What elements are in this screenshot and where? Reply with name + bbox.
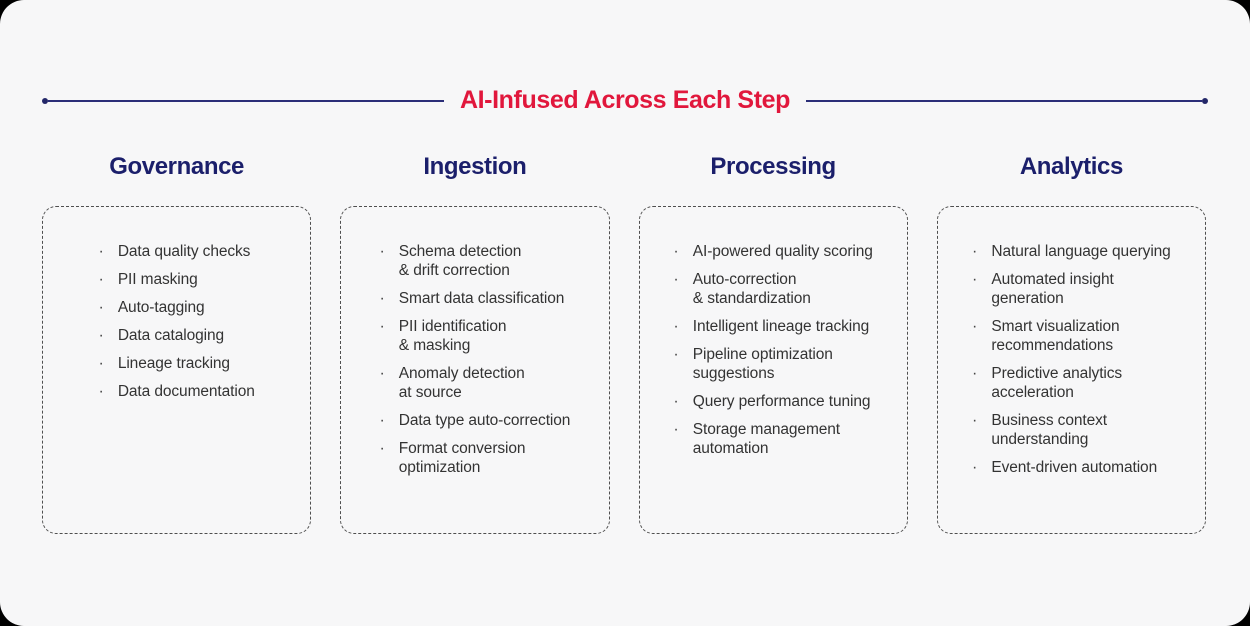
list-item: · Data cataloging <box>98 326 254 345</box>
title-rule-right <box>806 99 1202 102</box>
list-item: · Natural language querying <box>972 242 1171 261</box>
list-item-text: Anomaly detection at source <box>398 365 525 401</box>
column-boxes-row: · Data quality checks · PII masking · Auto-ta… <box>42 206 1206 534</box>
bullet-dot-icon: · <box>98 327 104 344</box>
list-item: · Data type auto-correction <box>379 411 570 430</box>
list-item-text: Auto-tagging <box>117 299 205 316</box>
list-item-text: PII identification & masking <box>398 318 507 354</box>
title-row: AI-Infused Across Each Step <box>42 86 1208 115</box>
list-item-text: Event-driven automation <box>991 459 1158 476</box>
feature-list-processing: · AI-powered quality scoring · Auto-correct… <box>673 242 872 458</box>
bullet-dot-icon: · <box>379 290 385 307</box>
list-item-text: Natural language querying <box>991 243 1171 260</box>
column-box-governance: · Data quality checks · PII masking · Auto-ta… <box>42 206 312 534</box>
column-box-processing: · AI-powered quality scoring · Auto-correct… <box>638 206 908 534</box>
bullet-dot-icon: · <box>673 421 679 438</box>
bullet-dot-icon: · <box>98 243 104 260</box>
rule-end-dot-right <box>1202 97 1208 104</box>
column-header-analytics: Analytics <box>1019 153 1124 180</box>
list-item: · Automated insight generation <box>972 270 1171 308</box>
list-item: · Auto-tagging <box>98 298 254 317</box>
list-item-text: Format conversion optimization <box>398 440 526 476</box>
bullet-dot-icon: · <box>379 365 385 382</box>
list-item: · Format conversion optimization <box>379 439 570 477</box>
list-item-text: Auto-correction & standardization <box>692 271 811 307</box>
list-item-text: Query performance tuning <box>692 393 871 410</box>
list-item-text: Business context understanding <box>991 412 1107 448</box>
column-header-processing: Processing <box>710 153 836 180</box>
list-item: · Schema detection & drift correction <box>379 242 570 280</box>
list-item-text: Automated insight generation <box>991 271 1114 307</box>
list-item: · Auto-correction & standardization <box>673 270 872 308</box>
list-item: · Lineage tracking <box>98 354 254 373</box>
column-box-ingestion: · Schema detection & drift correction · Sma… <box>340 206 610 534</box>
bullet-dot-icon: · <box>379 440 385 457</box>
bullet-dot-icon: · <box>673 346 679 363</box>
list-item: · Data quality checks <box>98 242 254 261</box>
list-item-text: Predictive analytics acceleration <box>991 365 1123 401</box>
list-item: · Smart data classification <box>379 289 570 308</box>
bullet-dot-icon: · <box>673 243 679 260</box>
list-item-text: Smart visualization recommendations <box>991 318 1120 354</box>
bullet-dot-icon: · <box>98 383 104 400</box>
list-item: · AI-powered quality scoring <box>673 242 872 261</box>
list-item-text: Lineage tracking <box>117 355 230 372</box>
column-box-analytics: · Natural language querying · Automated ins… <box>936 206 1206 534</box>
list-item: · Business context understanding <box>972 411 1171 449</box>
list-item: · Query performance tuning <box>673 392 872 411</box>
bullet-dot-icon: · <box>972 412 978 429</box>
list-item: · Data documentation <box>98 382 254 401</box>
page-title: AI-Infused Across Each Step <box>459 86 791 114</box>
list-item: · Anomaly detection at source <box>379 364 570 402</box>
list-item: · Intelligent lineage tracking <box>673 317 872 336</box>
bullet-dot-icon: · <box>972 271 978 288</box>
feature-list-governance: · Data quality checks · PII masking · Auto-ta… <box>98 242 254 401</box>
list-item-text: Data type auto-correction <box>398 412 571 429</box>
list-item-text: Storage management automation <box>692 421 841 457</box>
rule-end-dot-left <box>42 97 48 104</box>
list-item-text: Intelligent lineage tracking <box>692 318 870 335</box>
list-item-text: Data cataloging <box>117 327 225 344</box>
bullet-dot-icon: · <box>98 299 104 316</box>
bullet-dot-icon: · <box>972 318 978 335</box>
list-item-text: Pipeline optimization suggestions <box>692 346 833 382</box>
bullet-dot-icon: · <box>98 271 104 288</box>
list-item-text: Data documentation <box>117 383 255 400</box>
list-item: · Pipeline optimization suggestions <box>673 345 872 383</box>
list-item-text: PII masking <box>117 271 198 288</box>
list-item: · Event-driven automation <box>972 458 1171 477</box>
bullet-dot-icon: · <box>673 271 679 288</box>
bullet-dot-icon: · <box>972 365 978 382</box>
bullet-dot-icon: · <box>972 459 978 476</box>
list-item: · Storage management automation <box>673 420 872 458</box>
list-item: · PII masking <box>98 270 254 289</box>
column-header-ingestion: Ingestion <box>423 153 527 180</box>
bullet-dot-icon: · <box>98 355 104 372</box>
list-item: · Smart visualization recommendations <box>972 317 1171 355</box>
bullet-dot-icon: · <box>972 243 978 260</box>
list-item: · Predictive analytics acceleration <box>972 364 1171 402</box>
list-item: · PII identification & masking <box>379 317 570 355</box>
bullet-dot-icon: · <box>379 318 385 335</box>
column-headers-row: Governance Ingestion Processing Analytic… <box>42 153 1206 181</box>
bullet-dot-icon: · <box>673 318 679 335</box>
list-item-text: AI-powered quality scoring <box>692 243 873 260</box>
bullet-dot-icon: · <box>379 412 385 429</box>
feature-list-ingestion: · Schema detection & drift correction · Sma… <box>379 242 570 477</box>
list-item-text: Smart data classification <box>398 290 565 307</box>
list-item-text: Data quality checks <box>117 243 251 260</box>
feature-list-analytics: · Natural language querying · Automated ins… <box>972 242 1171 477</box>
bullet-dot-icon: · <box>379 243 385 260</box>
list-item-text: Schema detection & drift correction <box>398 243 522 279</box>
title-rule-left <box>48 99 444 102</box>
column-header-governance: Governance <box>109 153 244 180</box>
bullet-dot-icon: · <box>673 393 679 410</box>
